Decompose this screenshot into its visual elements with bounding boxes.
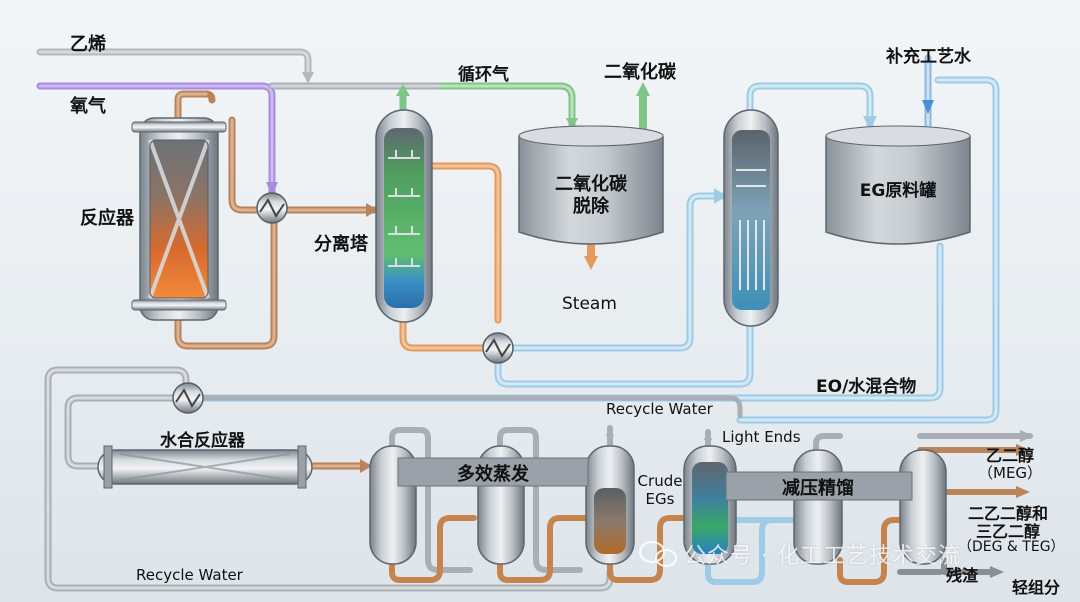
label-ethylene: 乙烯 — [70, 34, 106, 55]
evaporator-3 — [585, 445, 635, 565]
label-recycle-gas: 循环气 — [458, 65, 509, 85]
hydration-reactor — [97, 445, 313, 489]
label-co2-removal-line1: 二氧化碳 — [555, 174, 627, 195]
label-hydration-reactor: 水合反应器 — [160, 431, 245, 451]
pipe-reactor-outlet — [174, 90, 216, 122]
absorber-column — [723, 109, 779, 327]
label-eo-water-mixture: EO/水混合物 — [816, 377, 917, 397]
label-meg-line2: （MEG） — [978, 464, 1043, 482]
label-co2: 二氧化碳 — [604, 62, 676, 83]
watermark-icon — [639, 541, 677, 567]
label-eg-tank: EG原料罐 — [859, 181, 937, 201]
distillation-banner — [725, 471, 913, 501]
label-multi-effect-evaporation: 多效蒸发 — [457, 464, 529, 485]
crude-eg-column — [683, 445, 737, 565]
label-deg-teg-line3: （DEG & TEG） — [958, 539, 1065, 555]
label-light-ends: Light Ends — [722, 428, 801, 446]
label-deg-teg-line2: 三乙二醇 — [976, 522, 1041, 541]
label-separator: 分离塔 — [314, 234, 368, 255]
label-oxygen: 氧气 — [70, 96, 106, 117]
pipe-network — [36, 48, 1033, 592]
label-recycle-water-bottom: Recycle Water — [136, 566, 243, 584]
reactor-vessel — [131, 117, 227, 321]
label-crude-egs-line1: Crude — [637, 472, 683, 490]
heat-exchanger-left — [172, 382, 204, 414]
label-meg-line1: 乙二醇 — [986, 446, 1035, 465]
separator-column — [375, 109, 433, 323]
eg-feed-tank — [825, 125, 971, 245]
label-makeup-water: 补充工艺水 — [886, 47, 971, 67]
label-reactor: 反应器 — [80, 208, 134, 229]
label-residue: 残渣 — [946, 566, 979, 585]
watermark-text: 公众号 · 化工工艺技术交流 — [684, 544, 961, 569]
label-vacuum-distillation: 减压精馏 — [782, 478, 854, 499]
label-steam: Steam — [562, 294, 617, 314]
label-light-components: 轻组分 — [1012, 578, 1061, 597]
label-deg-teg-line1: 二乙二醇和 — [968, 504, 1049, 523]
evaporation-banner — [397, 457, 589, 487]
co2-removal-tank — [518, 125, 664, 245]
label-recycle-water-top: Recycle Water — [606, 400, 713, 418]
label-crude-egs-line2: EGs — [645, 490, 675, 508]
heat-exchanger-upper — [256, 192, 288, 224]
label-co2-removal-line2: 脱除 — [573, 196, 609, 217]
heat-exchanger-lower — [482, 332, 514, 364]
flow-arrows — [266, 72, 1034, 578]
